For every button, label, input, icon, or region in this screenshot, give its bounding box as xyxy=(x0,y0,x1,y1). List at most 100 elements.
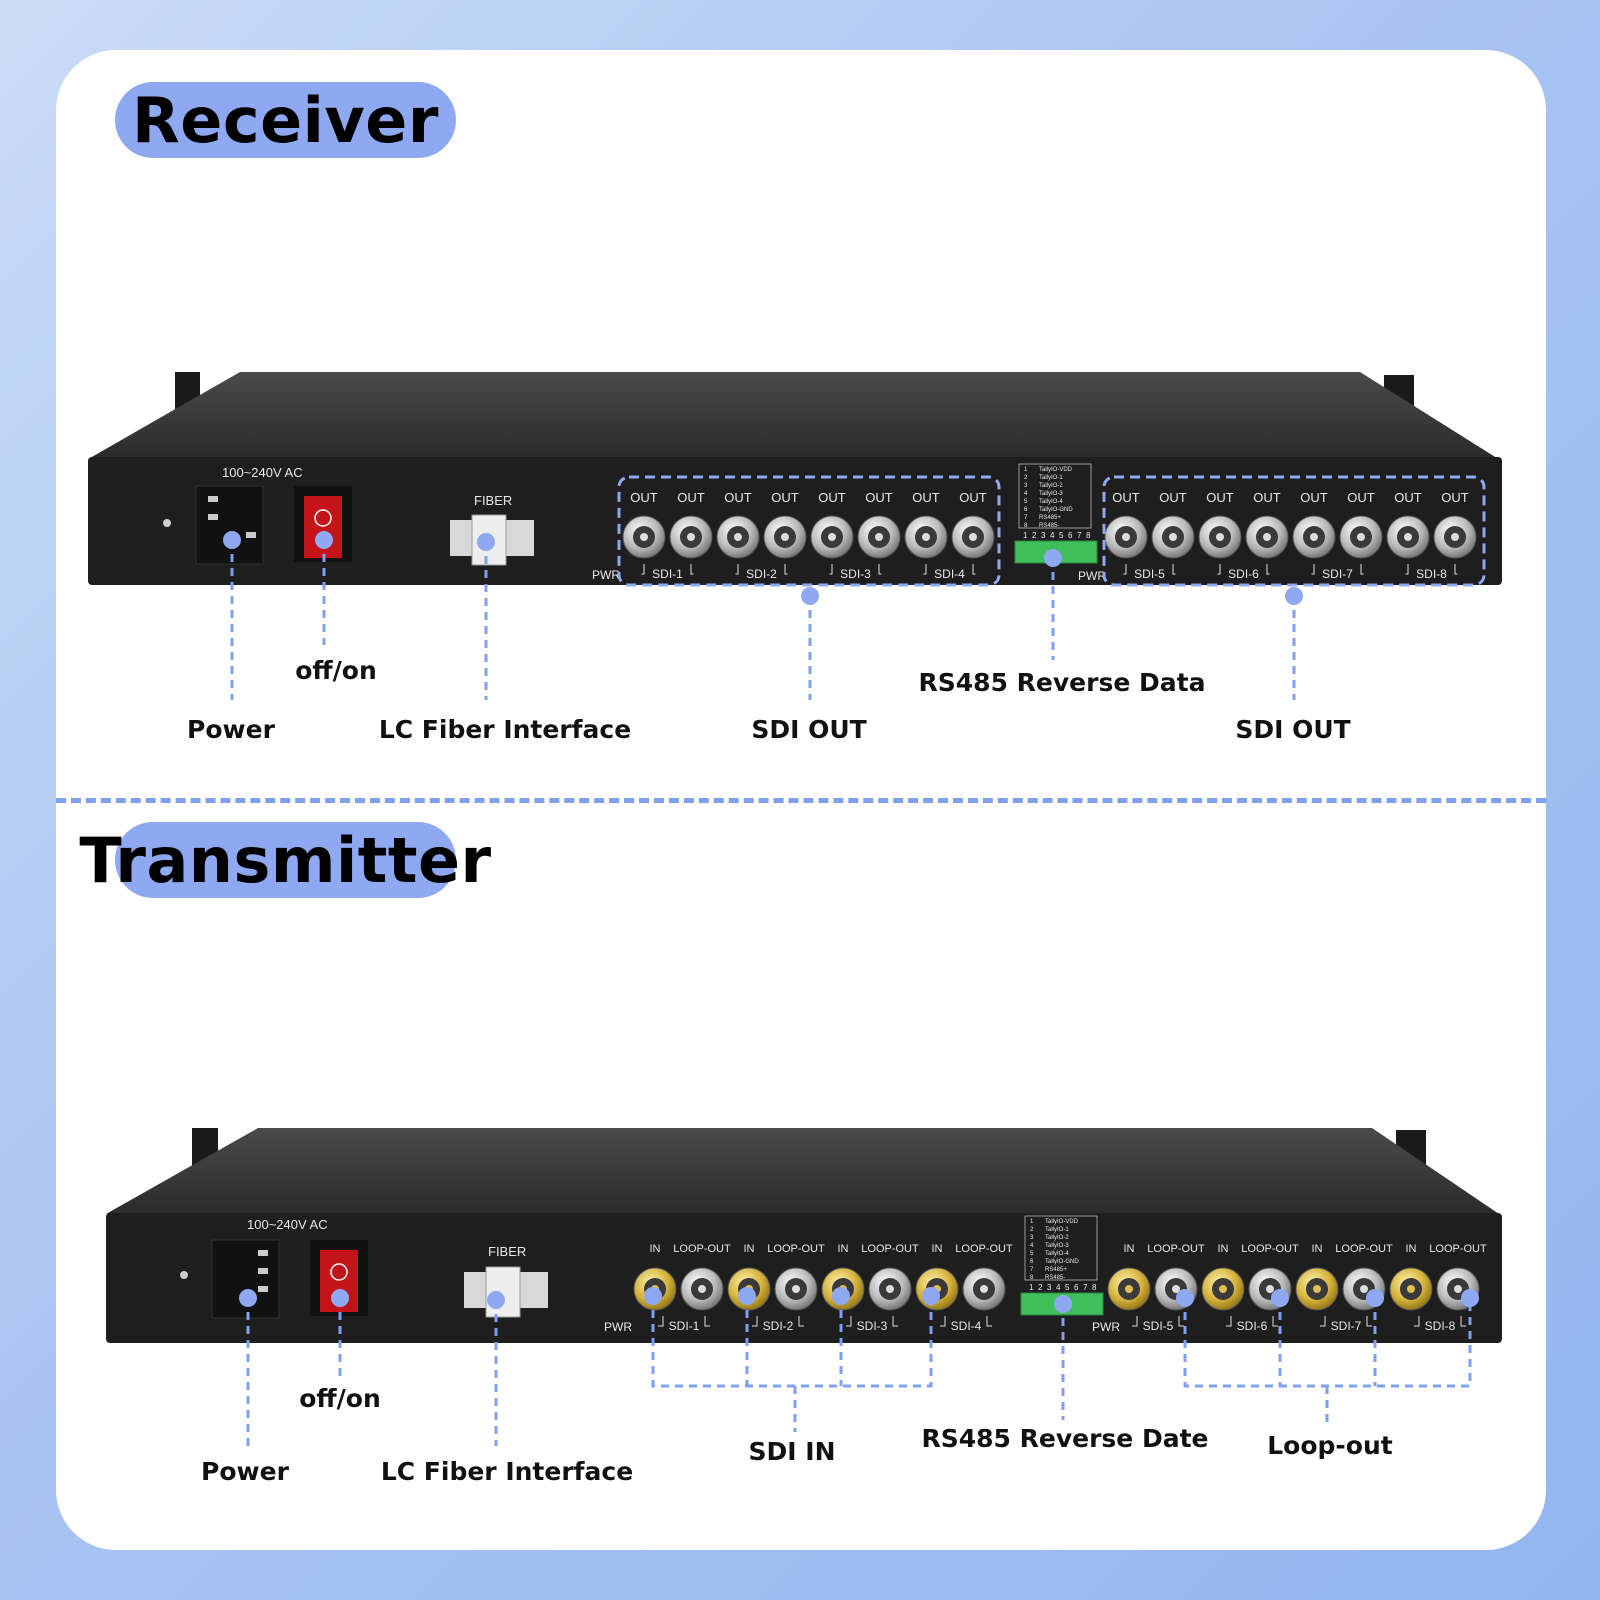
bnc-connector[interactable] xyxy=(904,515,948,559)
bnc-connector[interactable] xyxy=(716,515,760,559)
port-label-out: OUT xyxy=(959,490,987,505)
port-label-out: OUT xyxy=(1347,490,1375,505)
terminal-pin-number: 1 xyxy=(1024,467,1028,473)
port-label-out: OUT xyxy=(1300,490,1328,505)
sdi-group-name: SDI-2 xyxy=(746,567,777,581)
port-label-in: IN xyxy=(650,1243,661,1255)
receiver-callouts xyxy=(230,540,1296,700)
bnc-connector[interactable] xyxy=(1245,515,1289,559)
sdi-group-label: SDI-5 xyxy=(1132,1316,1184,1333)
sdi-group-name: SDI-8 xyxy=(1416,567,1447,581)
bnc-connector-gold[interactable] xyxy=(1201,1267,1245,1311)
terminal-legend-item: TallyIO-3 xyxy=(1039,491,1063,497)
port-label-out: OUT xyxy=(724,490,752,505)
terminal-pin-label: 8 xyxy=(1086,531,1091,540)
receiver-title: Receiver xyxy=(132,83,439,157)
callout-dot xyxy=(644,1287,662,1305)
bnc-connector[interactable] xyxy=(810,515,854,559)
power-socket[interactable] xyxy=(195,485,264,565)
socket-pin xyxy=(246,532,256,538)
sdi-out-box-left xyxy=(617,475,1001,587)
bnc-connector[interactable] xyxy=(622,515,666,559)
bnc-connector-gold[interactable] xyxy=(1389,1267,1433,1311)
port-label-out: OUT xyxy=(1206,490,1234,505)
sdi-group-name: SDI-1 xyxy=(669,1319,700,1333)
bnc-connector[interactable] xyxy=(951,515,995,559)
terminal-pin-number: 8 xyxy=(1024,523,1028,529)
bnc-connector[interactable] xyxy=(1386,515,1430,559)
sdi-group-name: SDI-3 xyxy=(840,567,871,581)
port-label-loop-out: LOOP-OUT xyxy=(955,1243,1013,1255)
bnc-connector-gold[interactable] xyxy=(1295,1267,1339,1311)
callout-rs485: RS485 Reverse Date xyxy=(922,1424,1209,1453)
sdi-group-label: SDI-7 xyxy=(1311,564,1364,581)
sdi-group-label: SDI-4 xyxy=(940,1316,992,1333)
transmitter-callouts xyxy=(246,1296,1472,1446)
callout-dot xyxy=(1366,1289,1384,1307)
sdi-group-name: SDI-7 xyxy=(1322,567,1353,581)
bnc-connector[interactable] xyxy=(1339,515,1383,559)
terminal-legend-item: TallyIO-1 xyxy=(1039,475,1063,481)
port-label-loop-out: LOOP-OUT xyxy=(767,1243,825,1255)
bnc-connector-gold[interactable] xyxy=(915,1267,959,1311)
terminal-pin-label: 4 xyxy=(1050,531,1055,540)
callout-dot xyxy=(239,1289,257,1307)
device-top xyxy=(106,1128,1502,1216)
terminal-pin-number: 6 xyxy=(1030,1259,1034,1265)
receiver-callout-dots xyxy=(223,531,1303,605)
port-label-out: OUT xyxy=(1253,490,1281,505)
fiber-label: FIBER xyxy=(488,1244,526,1259)
port-label-out: OUT xyxy=(1112,490,1140,505)
port-label-loop-out: LOOP-OUT xyxy=(1429,1243,1487,1255)
socket-pin xyxy=(258,1250,268,1256)
terminal-pin-label: 4 xyxy=(1056,1283,1061,1292)
pwr-label-2: PWR xyxy=(1092,1320,1120,1334)
terminal-pin-number: 1 xyxy=(1030,1219,1034,1225)
switch-mark xyxy=(314,509,332,527)
port-label-in: IN xyxy=(744,1243,755,1255)
callout-sdi-in: SDI IN xyxy=(749,1437,836,1466)
bnc-connector[interactable] xyxy=(763,515,807,559)
bnc-connector[interactable] xyxy=(962,1267,1006,1311)
bnc-connector[interactable] xyxy=(1151,515,1195,559)
sdi-group-label: SDI-6 xyxy=(1226,1316,1278,1333)
sdi-group-name: SDI-1 xyxy=(652,567,683,581)
sdi-group-name: SDI-3 xyxy=(857,1319,888,1333)
fiber-label: FIBER xyxy=(474,493,512,508)
pwr-label: PWR xyxy=(604,1320,632,1334)
callout-sdi-out-left: SDI OUT xyxy=(751,715,866,744)
bnc-connector[interactable] xyxy=(669,515,713,559)
section-divider xyxy=(56,798,1546,803)
bnc-connector[interactable] xyxy=(868,1267,912,1311)
port-label-out: OUT xyxy=(677,490,705,505)
terminal-pin-label: 8 xyxy=(1092,1283,1097,1292)
bnc-connector[interactable] xyxy=(1104,515,1148,559)
callout-dot xyxy=(1044,549,1062,567)
port-label-out: OUT xyxy=(865,490,893,505)
terminal-pin-number: 8 xyxy=(1030,1275,1034,1281)
bnc-connector[interactable] xyxy=(680,1267,724,1311)
callout-dot xyxy=(1176,1289,1194,1307)
terminal-legend-item: RS485+ xyxy=(1039,515,1061,521)
bnc-connector[interactable] xyxy=(1198,515,1242,559)
callout-switch: off/on xyxy=(299,1384,381,1413)
callout-dot xyxy=(223,531,241,549)
bnc-connector-gold[interactable] xyxy=(1107,1267,1151,1311)
callout-loop-out: Loop-out xyxy=(1267,1431,1393,1460)
callout-rs485: RS485 Reverse Data xyxy=(919,668,1206,697)
bnc-connector[interactable] xyxy=(857,515,901,559)
terminal-pin-label: 7 xyxy=(1077,531,1082,540)
screw xyxy=(163,519,171,527)
callout-dot xyxy=(1285,587,1303,605)
bnc-connector[interactable] xyxy=(1433,515,1477,559)
sdi-out-box-right xyxy=(1102,475,1486,587)
bnc-connector[interactable] xyxy=(1292,515,1336,559)
bnc-connector[interactable] xyxy=(774,1267,818,1311)
sdi-group-label: SDI-3 xyxy=(846,1316,898,1333)
terminal-legend-item: TallyIO-1 xyxy=(1045,1227,1069,1233)
sdi-group-name: SDI-5 xyxy=(1134,567,1165,581)
fiber-port-core xyxy=(485,1266,521,1318)
port-label-out: OUT xyxy=(818,490,846,505)
